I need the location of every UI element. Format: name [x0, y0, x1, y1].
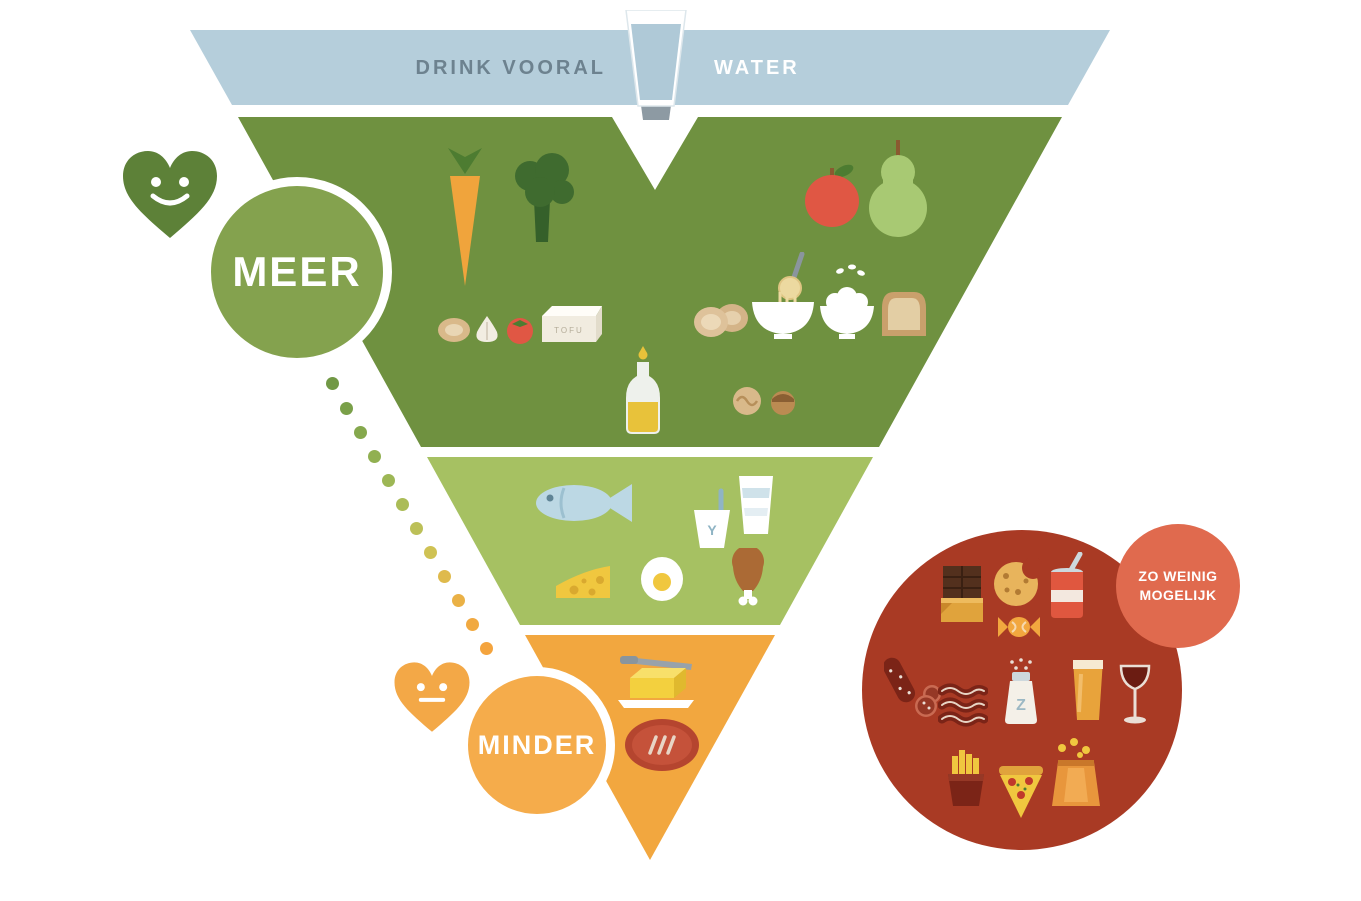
- bread-icon: [882, 292, 926, 336]
- beer-icon: [1073, 660, 1103, 720]
- minder-badge: MINDER: [459, 667, 615, 823]
- happy-heart-icon: [123, 151, 217, 238]
- soda-can-icon: [1051, 552, 1083, 618]
- fries-icon: [948, 750, 984, 806]
- garlic-icon: [476, 316, 498, 342]
- cheese-icon: [556, 566, 610, 598]
- apple-icon: [805, 164, 859, 227]
- connector-dot: [326, 377, 339, 390]
- fish-icon: [536, 484, 632, 522]
- spaghetti-bowl-icon: [752, 252, 814, 339]
- connector-dot: [452, 594, 465, 607]
- water-glass-icon: [625, 10, 687, 120]
- connector-dot: [410, 522, 423, 535]
- rice-bowl-icon: [820, 264, 874, 339]
- meer-badge: MEER: [202, 177, 392, 367]
- bean-icon: [438, 318, 470, 342]
- oil-bottle-icon: [626, 346, 660, 434]
- tofu-label: TOFU: [554, 326, 584, 335]
- yogurt-icon: Y: [694, 488, 730, 548]
- butter-knife-icon: [618, 656, 694, 708]
- connector-dot: [480, 642, 493, 655]
- zo-weinig-line2: MOGELIJK: [1139, 587, 1217, 603]
- zo-weinig-badge: ZO WEINIG MOGELIJK: [1116, 524, 1240, 648]
- pizza-icon: [999, 766, 1043, 818]
- water-label: WATER: [714, 57, 800, 79]
- carrot-icon: [448, 148, 482, 286]
- minder-label: MINDER: [477, 729, 597, 760]
- egg-icon: [641, 557, 683, 601]
- salt-shaker-icon: Z: [1005, 658, 1037, 724]
- connector-dot: [424, 546, 437, 559]
- yogurt-letter: Y: [707, 522, 717, 538]
- connector-dot: [368, 450, 381, 463]
- chips-icon: [1052, 738, 1100, 806]
- connector-dot: [466, 618, 479, 631]
- salami-icon: [884, 657, 941, 717]
- hazelnut-icon: [771, 391, 795, 415]
- drink-vooral-label: DRINK VOORAL: [415, 57, 606, 79]
- steak-icon: [625, 719, 699, 771]
- broccoli-icon: [515, 153, 574, 242]
- neutral-heart-icon: [394, 662, 470, 732]
- connector-dot: [382, 474, 395, 487]
- tofu-icon: TOFU: [542, 306, 602, 342]
- bacon-icon: [938, 683, 988, 727]
- zo-weinig-line1: ZO WEINIG: [1138, 568, 1218, 585]
- connector-dot: [354, 426, 367, 439]
- salt-letter: Z: [1016, 697, 1026, 714]
- connector-dot: [396, 498, 409, 511]
- drumstick-icon: [732, 548, 764, 606]
- candy-icon: [998, 617, 1040, 637]
- connector-dot: [340, 402, 353, 415]
- wine-glass-icon: [1119, 664, 1151, 724]
- milk-glass-icon: [739, 476, 773, 534]
- tomato-icon: [507, 318, 533, 344]
- meer-label: MEER: [232, 248, 362, 295]
- chocolate-icon: [941, 566, 983, 622]
- connector-dot: [438, 570, 451, 583]
- potato-slices-icon: [694, 304, 748, 337]
- pear-icon: [869, 140, 927, 237]
- cookie-icon: [994, 558, 1042, 606]
- walnut-icon: [733, 387, 761, 415]
